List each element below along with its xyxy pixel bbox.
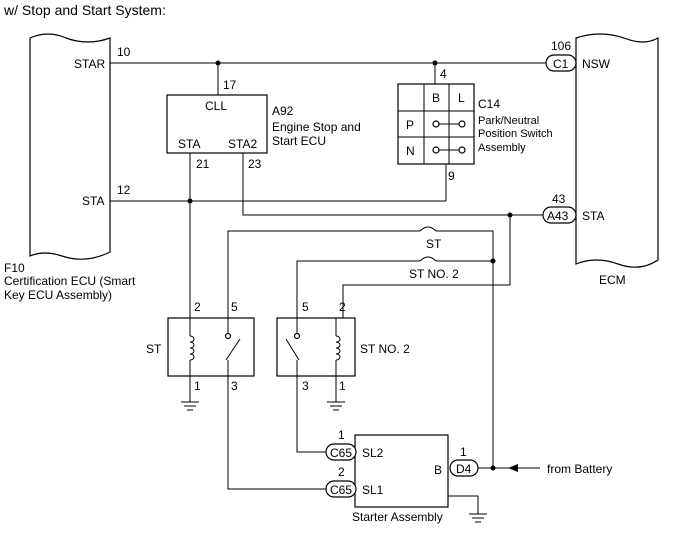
connector-c65-sl1-label: C65 xyxy=(330,483,352,497)
pn-switch-col-l: L xyxy=(458,91,465,105)
st-relay-pin3: 3 xyxy=(231,379,238,393)
pn-switch-row-n: N xyxy=(406,144,415,158)
st-relay-pin1: 1 xyxy=(194,379,201,393)
ecm-nsw-pin-number: 106 xyxy=(551,39,571,53)
st-no2-relay-coil xyxy=(335,318,341,376)
starter-b-label: B xyxy=(434,463,442,477)
cert-ecu-star-pin-number: 10 xyxy=(117,45,131,59)
starter-assembly-body xyxy=(354,434,449,508)
certification-ecu-body xyxy=(29,33,111,260)
ss-ecu-name-line2: Start ECU xyxy=(272,134,326,148)
starter-b-pin-number: 1 xyxy=(460,445,467,459)
stop-start-ecu-body xyxy=(166,94,268,154)
connector-c1-label: C1 xyxy=(553,57,569,71)
junction-dot xyxy=(490,465,496,471)
ss-ecu-sta-pin-number: 21 xyxy=(196,157,210,171)
st-no2-relay-pin2: 2 xyxy=(339,300,346,314)
connector-a43-label: A43 xyxy=(547,209,569,223)
cert-ecu-code: F10 xyxy=(4,261,25,275)
cert-ecu-name-line2: Key ECU Assembly) xyxy=(4,288,112,302)
starter-sl1-label: SL1 xyxy=(362,483,384,497)
battery-label: from Battery xyxy=(547,462,612,476)
ss-ecu-name-line1: Engine Stop and xyxy=(272,120,361,134)
fuse-st xyxy=(419,226,437,232)
ss-ecu-cll-pin-number: 17 xyxy=(223,78,237,92)
ecm-name: ECM xyxy=(599,273,626,287)
junction-dot xyxy=(187,198,193,204)
st-no2-relay-pin5: 5 xyxy=(302,300,309,314)
st-no2-relay-name: ST NO. 2 xyxy=(360,342,410,356)
st-relay-pin2: 2 xyxy=(194,300,201,314)
pn-switch-code: C14 xyxy=(478,97,500,111)
pn-switch-name-line2: Position Switch xyxy=(478,128,553,140)
ecm-body xyxy=(575,33,659,268)
st-no2-relay-body xyxy=(276,317,356,377)
ground-icon xyxy=(181,401,199,411)
st-no2-relay-switch xyxy=(285,318,301,376)
ss-ecu-sta2-label: STA2 xyxy=(228,137,257,151)
st-relay-name: ST xyxy=(146,342,162,356)
connector-d4-label: D4 xyxy=(456,462,472,476)
ss-ecu-code: A92 xyxy=(272,104,294,118)
pn-switch-pin-bottom: 9 xyxy=(448,169,455,183)
ss-ecu-sta2-pin-number: 23 xyxy=(248,157,262,171)
ss-ecu-sta-label: STA xyxy=(178,137,200,151)
pn-switch-pin-top: 4 xyxy=(440,67,447,81)
st-relay-switch xyxy=(224,318,241,376)
wire-sta2-to-ecm xyxy=(242,153,543,216)
cert-ecu-sta-label: STA xyxy=(82,194,104,208)
cert-ecu-star-label: STAR xyxy=(74,57,105,71)
ground-icon xyxy=(469,513,487,523)
cert-ecu-sta-pin-number: 12 xyxy=(117,183,131,197)
fuse-st-label: ST xyxy=(426,237,442,251)
st-relay-coil xyxy=(189,318,195,376)
wire-st-relay-to-fuse xyxy=(227,230,420,318)
junction-dot xyxy=(490,258,496,264)
ecm-sta-pin-number: 43 xyxy=(552,192,566,206)
fuse-st-no2-label: ST NO. 2 xyxy=(409,267,459,281)
starter-sl1-pin-number: 2 xyxy=(338,465,345,479)
fuse-st-no2 xyxy=(419,256,437,262)
pn-switch-row-p: P xyxy=(406,118,414,132)
pn-switch-name-line1: Park/Neutral xyxy=(478,115,539,127)
starter-name: Starter Assembly xyxy=(352,510,443,524)
starter-sl2-label: SL2 xyxy=(362,446,384,460)
connector-c65-sl1 xyxy=(325,480,357,498)
starter-sl2-pin-number: 1 xyxy=(338,428,345,442)
wire-st-relay-to-sl1 xyxy=(227,376,327,490)
connector-c65-sl2-label: C65 xyxy=(330,446,352,460)
connector-c65-sl2 xyxy=(325,443,357,461)
wire-ecm-sta-to-st2-relay xyxy=(342,284,510,318)
st-no2-relay-pin1: 1 xyxy=(339,379,346,393)
wire-fuse-st-to-battery xyxy=(436,230,494,468)
cert-ecu-name-line1: Certification ECU (Smart xyxy=(4,274,136,288)
st-relay-body xyxy=(167,317,255,377)
pn-switch-col-b: B xyxy=(432,91,440,105)
ecm-nsw-label: NSW xyxy=(582,57,611,71)
st-relay-pin5: 5 xyxy=(231,300,238,314)
ss-ecu-cll-label: CLL xyxy=(205,99,227,113)
wire-st2-relay-to-fuse xyxy=(296,260,420,318)
pn-switch-name-line3: Assembly xyxy=(478,142,526,154)
ecm-sta-label: STA xyxy=(582,209,604,223)
arrow-left-icon xyxy=(508,464,518,472)
st-no2-relay-pin3: 3 xyxy=(302,379,309,393)
ground-icon xyxy=(327,401,345,411)
diagram-title: w/ Stop and Start System: xyxy=(3,2,166,18)
wire-st2-relay-to-sl2 xyxy=(296,376,327,453)
